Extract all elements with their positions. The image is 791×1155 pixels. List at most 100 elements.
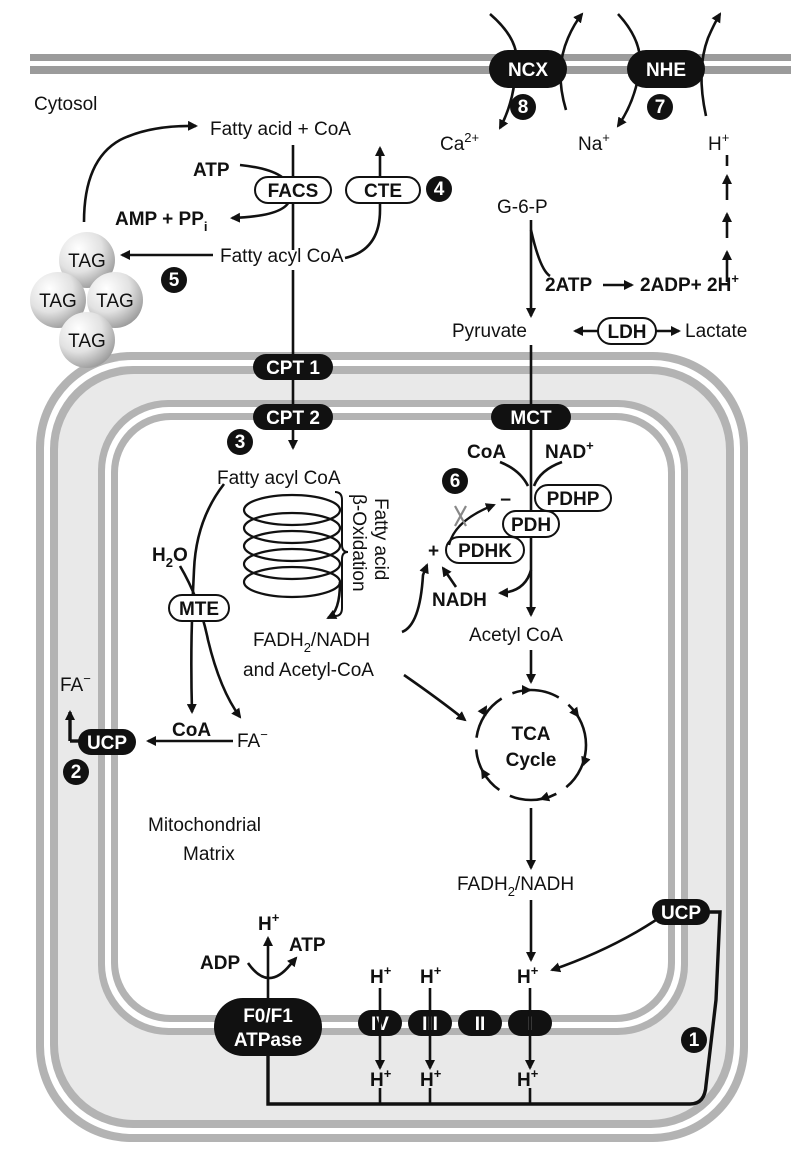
- amp-label: AMP + PPi: [115, 209, 208, 234]
- pdh-coa-label: CoA: [467, 442, 506, 463]
- beta-oxidation-spiral: [242, 493, 342, 599]
- matrix-label-2: Matrix: [183, 844, 235, 865]
- atp2-label: 2ATP: [545, 275, 592, 296]
- step-1-label: 1: [689, 1030, 700, 1051]
- complex-ii-label: II: [475, 1014, 486, 1035]
- step-2-badge: [63, 759, 89, 785]
- tca-label-1: TCA: [511, 724, 550, 745]
- pdhk-enzyme[interactable]: PDHK: [445, 536, 525, 564]
- pdh-plus-sign: +: [428, 541, 439, 562]
- proton-leak-circuit: [266, 910, 722, 1106]
- mte-line-1: [186, 483, 226, 714]
- mte-line-2: [178, 565, 242, 719]
- ldh-enzyme[interactable]: LDH: [597, 317, 657, 345]
- step-5-label: 5: [169, 270, 180, 291]
- pdh-enzyme[interactable]: PDH: [502, 510, 560, 538]
- na-ion: Na+: [578, 130, 610, 155]
- mte-enzyme[interactable]: MTE: [168, 594, 230, 622]
- atp-product-label: ATP: [289, 935, 326, 956]
- coa-input: [499, 460, 530, 487]
- mte-coa-label: CoA: [172, 720, 211, 741]
- ldh-label: LDH: [607, 322, 646, 343]
- pdhp-label: PDHP: [547, 489, 600, 510]
- inhibition-cross: [454, 505, 467, 527]
- cte-enzyme[interactable]: CTE: [345, 176, 421, 204]
- matrix-label-1: Mitochondrial: [148, 815, 261, 836]
- pdh-nad-label: NAD+: [545, 438, 594, 463]
- tag-lipolysis-arrow: [82, 120, 198, 223]
- tag-3: TAG: [96, 291, 134, 312]
- complex-ii[interactable]: [458, 1010, 502, 1036]
- step-1-badge: [681, 1027, 707, 1053]
- step-7-badge: [647, 94, 673, 120]
- cte-arrow: [344, 146, 385, 260]
- cte-label: CTE: [364, 181, 402, 202]
- h-matrix-iv: H+: [370, 963, 392, 988]
- cpt2-label: CPT 2: [266, 408, 320, 429]
- fa-minus-cytosol: FA−: [60, 671, 91, 696]
- fatty-acyl-coa-cytosol: Fatty acyl CoA: [220, 246, 344, 267]
- fadh-nadh-label: FADH2/NADH: [253, 630, 370, 655]
- h-ims-i: H+: [517, 1066, 539, 1091]
- step-3-label: 3: [235, 432, 246, 453]
- pdh-label: PDH: [511, 515, 551, 536]
- tag-2: TAG: [39, 291, 77, 312]
- ucp-proton-leak-arrow: [550, 918, 657, 973]
- cpt2-transporter[interactable]: CPT 2: [253, 404, 333, 430]
- plasma-membrane: [30, 54, 791, 74]
- tag-cluster: TAG TAG TAG TAG: [30, 232, 143, 368]
- beta-oxidation-label-1: Fatty acid: [370, 498, 391, 580]
- pyruvate-label: Pyruvate: [452, 321, 527, 342]
- ucp-right[interactable]: UCP: [652, 899, 710, 925]
- adp-atp-arrow: [246, 956, 298, 980]
- tag-4: TAG: [68, 331, 106, 352]
- nadh-to-pdhk-arrow: [401, 563, 429, 634]
- beta-oxidation-output: [326, 581, 342, 620]
- nhe-label: NHE: [646, 60, 686, 81]
- step-7-label: 7: [655, 97, 666, 118]
- h-matrix-iii: H+: [420, 963, 442, 988]
- fatty-acid-coa-label: Fatty acid + CoA: [210, 119, 351, 140]
- nad-input: [532, 460, 563, 487]
- h-ion-out: H+: [708, 130, 729, 155]
- atpase-h-top: H+: [258, 910, 280, 935]
- g6p-label: G-6-P: [497, 197, 548, 218]
- and-acetyl-coa-label: and Acetyl-CoA: [243, 660, 374, 681]
- ucp-left[interactable]: UCP: [78, 729, 136, 755]
- fatty-acyl-coa-matrix: Fatty acyl CoA: [217, 468, 341, 489]
- ca-ion: Ca2+: [440, 130, 479, 155]
- nadh-release: [498, 569, 533, 598]
- h-matrix-i: H+: [517, 963, 539, 988]
- h-ims-iii: H+: [420, 1066, 442, 1091]
- pdhp-enzyme[interactable]: PDHP: [534, 484, 612, 512]
- atp-yield-branch: [529, 229, 551, 278]
- step-6-label: 6: [450, 471, 461, 492]
- atp-synthase[interactable]: F0/F1 ATPase: [214, 998, 322, 1056]
- ucp-right-label: UCP: [661, 903, 701, 924]
- atpase-label-2: ATPase: [234, 1030, 302, 1051]
- nhe-exchanger[interactable]: NHE: [616, 12, 722, 128]
- step-2-label: 2: [71, 762, 82, 783]
- ncx-label: NCX: [508, 60, 548, 81]
- step-8-badge: [510, 94, 536, 120]
- mte-label: MTE: [179, 599, 219, 620]
- pdhk-label: PDHK: [458, 541, 512, 562]
- step-4-label: 4: [434, 179, 445, 200]
- cpt1-transporter[interactable]: CPT 1: [253, 354, 333, 380]
- step-8-label: 8: [518, 97, 529, 118]
- facs-enzyme[interactable]: FACS: [254, 176, 332, 204]
- step-6-badge: [442, 468, 468, 494]
- fadh-nadh-tca-label: FADH2/NADH: [457, 874, 574, 899]
- adp2-label: 2ADP+ 2H+: [640, 271, 739, 296]
- mct-transporter[interactable]: MCT: [491, 404, 571, 430]
- step-3-badge: [227, 429, 253, 455]
- tca-label-2: Cycle: [506, 750, 557, 771]
- ncx-exchanger[interactable]: NCX: [489, 12, 584, 130]
- fa-minus-matrix: FA−: [237, 727, 268, 752]
- lactate-label: Lactate: [685, 321, 747, 342]
- acetyl-to-tca-from-beta: [403, 673, 467, 722]
- tca-cycle: TCA Cycle: [474, 685, 591, 802]
- cytosol-label: Cytosol: [34, 94, 97, 115]
